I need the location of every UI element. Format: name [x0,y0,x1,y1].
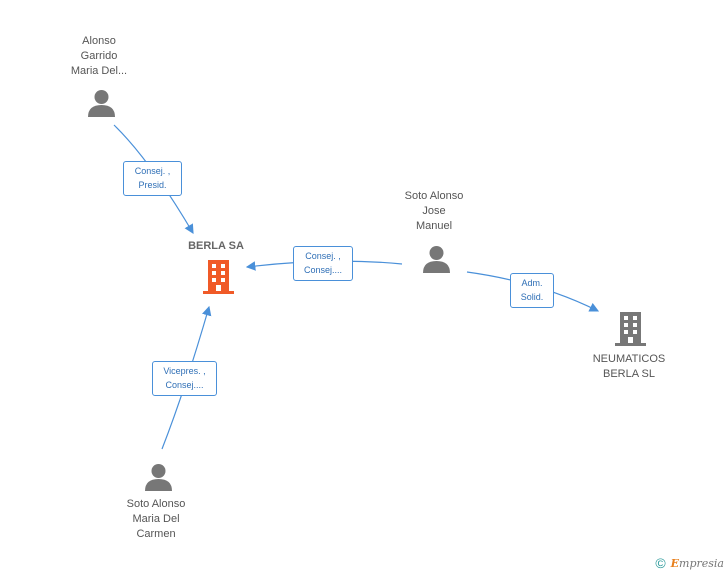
empresia-watermark: © Empresia [655,555,724,571]
edge-label-box[interactable]: Consej. , Consej.... [293,246,353,281]
company-label-berla-sa[interactable]: BERLA SA [168,239,264,254]
person-icon[interactable] [144,463,173,491]
edge-label-line: Vicepres. , [163,366,206,376]
name-line: Soto Alonso [404,190,464,202]
edge-label-line: Consej. , [305,251,341,261]
name-line: Soto Alonso [126,498,186,510]
building-icon[interactable] [615,312,646,346]
edge-label-line: Consej.... [165,380,204,390]
edge-label-line: Solid. [520,292,544,302]
edge-label-box[interactable]: Adm. Solid. [510,273,554,308]
name-line: Maria Del... [70,65,128,77]
company-name: BERLA SA [188,240,244,252]
name-line: Jose [422,205,446,217]
name-line: Alonso [82,35,116,47]
copyright-symbol: © [655,555,666,571]
edge-label-line: Consej.... [303,265,343,275]
name-line: Garrido [80,50,118,62]
person-label-soto-alonso-maria[interactable]: Soto Alonso Maria Del Carmen [112,497,200,542]
person-icon[interactable] [87,89,116,117]
name-line: Carmen [136,528,176,540]
edge-label-line: Adm. [521,278,543,288]
building-icon[interactable] [203,260,234,294]
person-icon[interactable] [422,245,451,273]
company-label-neumaticos[interactable]: NEUMATICOS BERLA SL [584,352,674,382]
person-label-alonso-garrido[interactable]: Alonso Garrido Maria Del... [56,34,142,79]
empresia-logo: Empresia [670,556,724,570]
edge-label-box[interactable]: Vicepres. , Consej.... [152,361,217,396]
edge-label-line: Presid. [138,180,167,190]
name-line: Manuel [415,220,453,232]
name-line: Maria Del [132,513,180,525]
edge-label-line: Consej. , [134,166,171,176]
name-line: NEUMATICOS [592,353,666,365]
edge-label-box[interactable]: Consej. , Presid. [123,161,182,196]
name-line: BERLA SL [603,368,655,380]
person-label-soto-alonso-jose[interactable]: Soto Alonso Jose Manuel [390,189,478,234]
